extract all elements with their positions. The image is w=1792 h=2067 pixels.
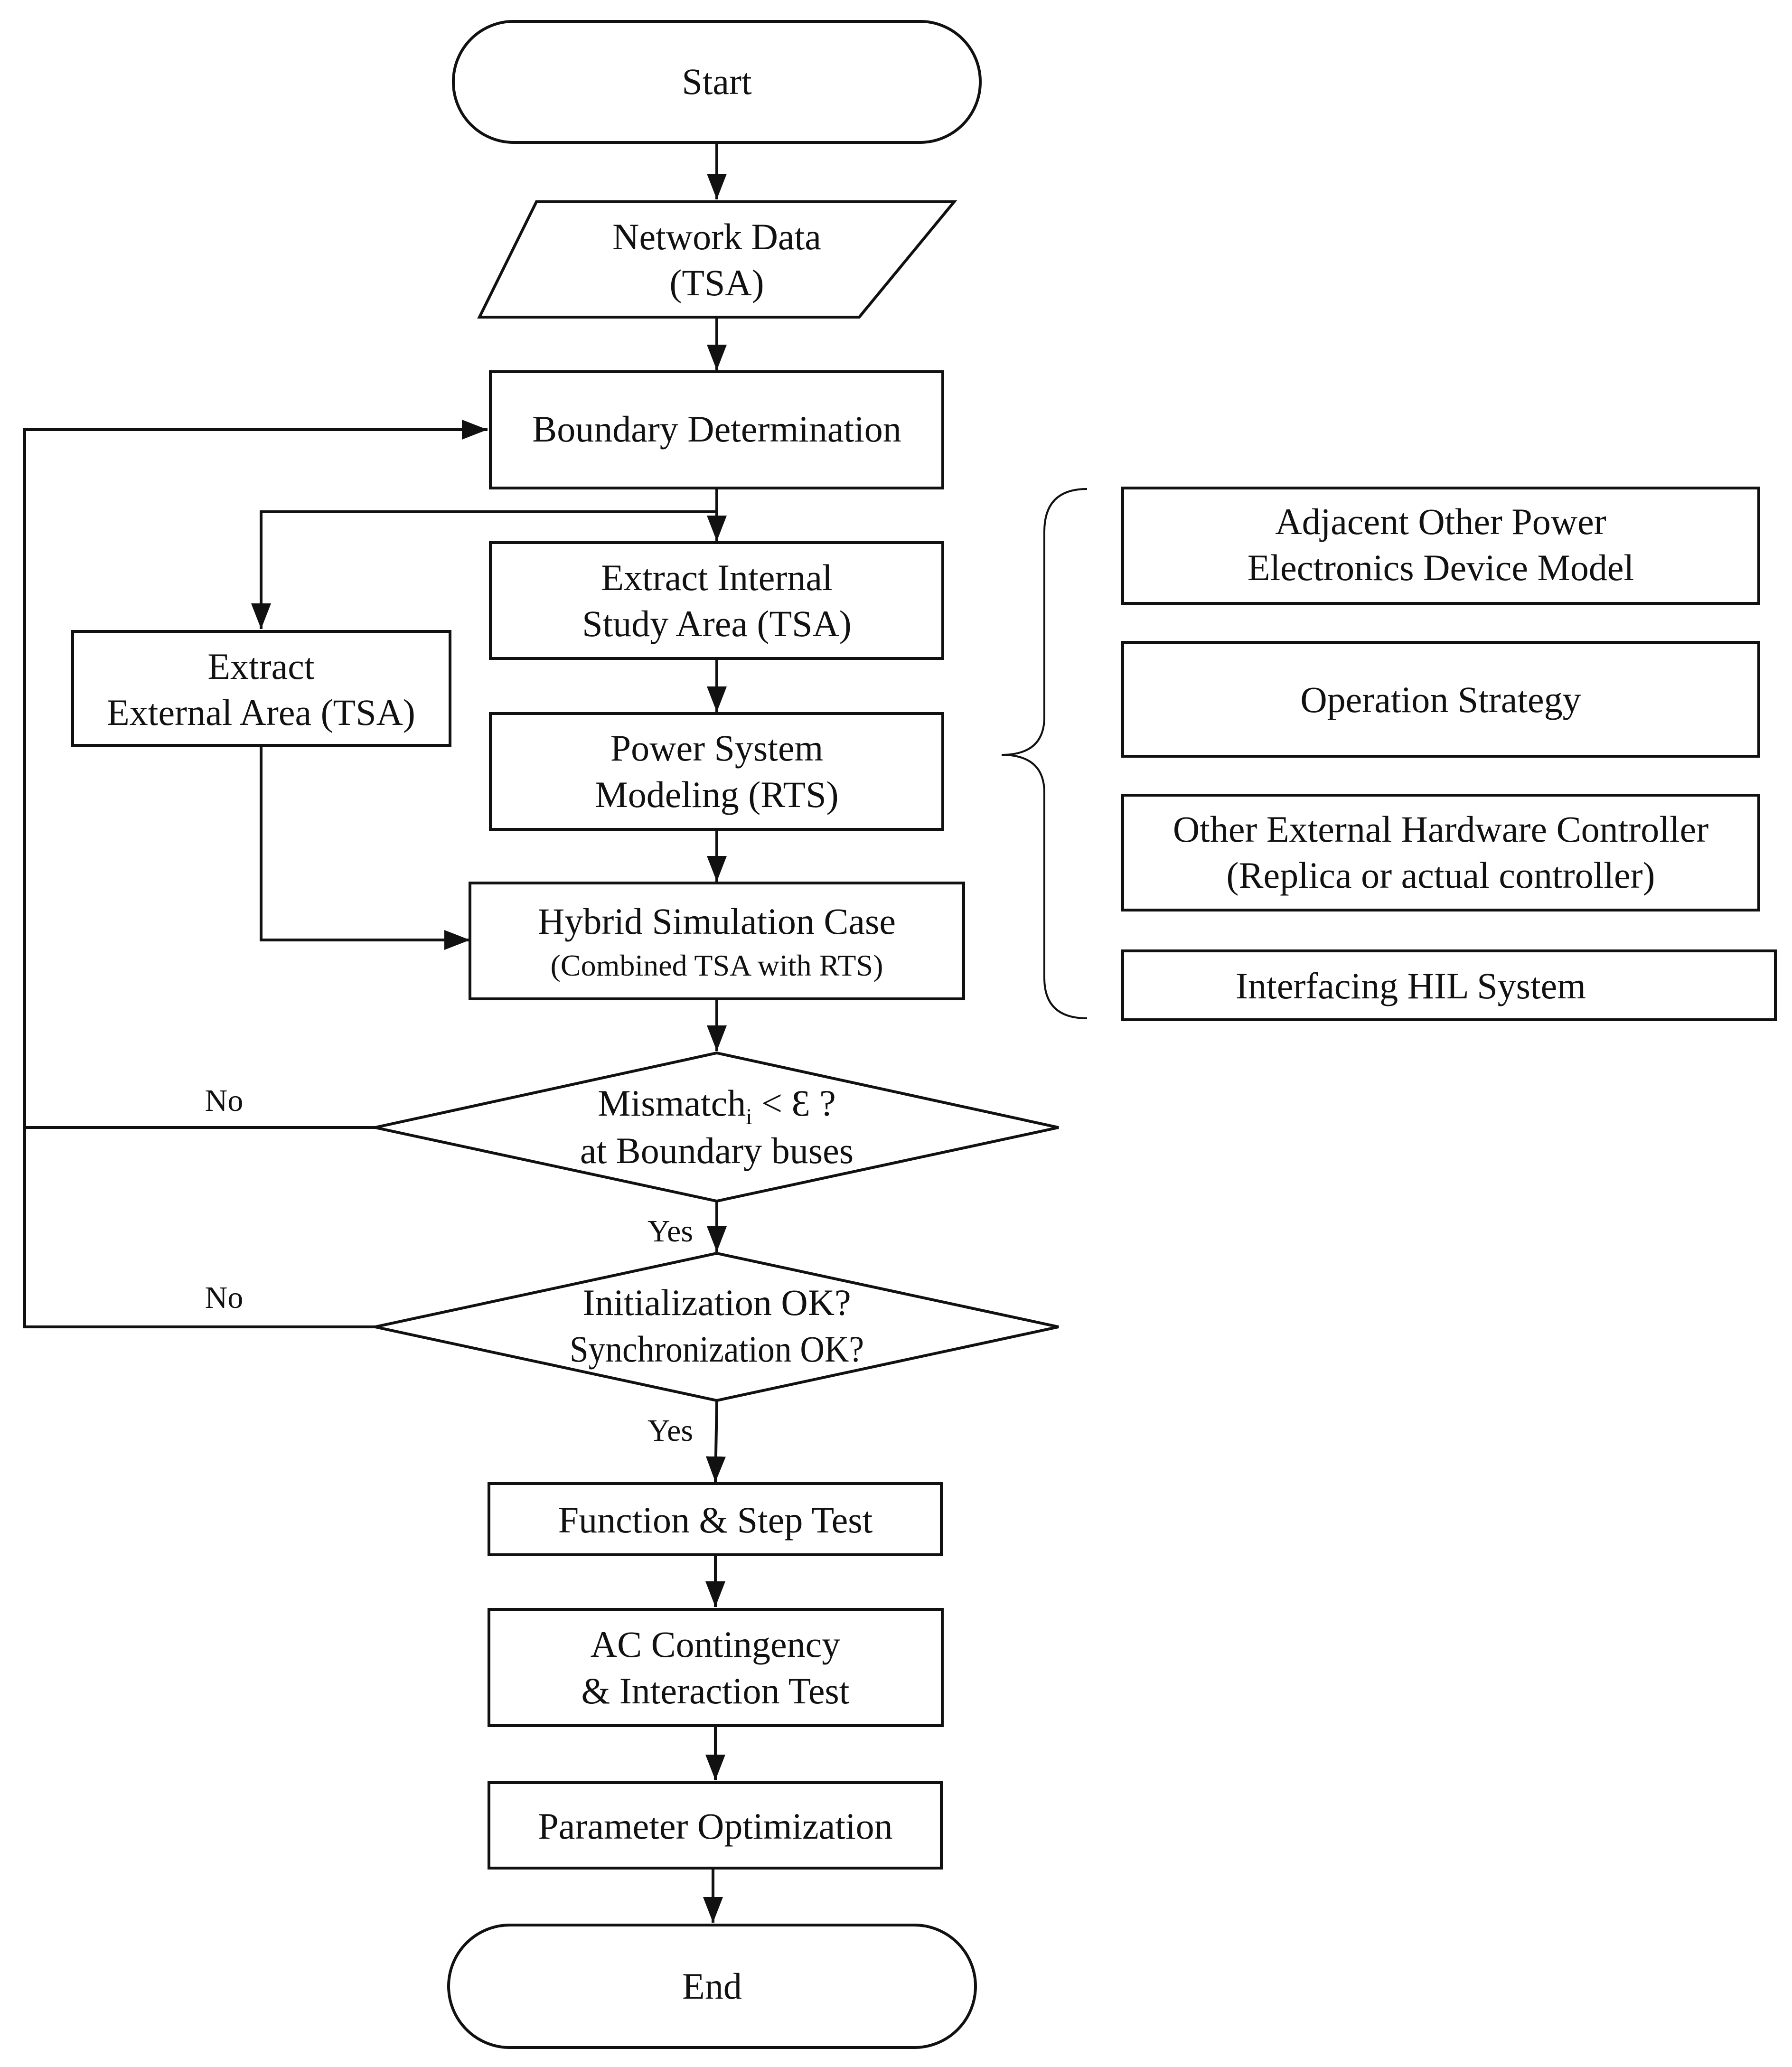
network-data-node: Network Data (TSA) [477, 200, 957, 319]
ac-test-node: AC Contingency & Interaction Test [488, 1608, 944, 1727]
power-system-node: Power System Modeling (RTS) [489, 712, 944, 831]
yes-label-init: Yes [647, 1413, 693, 1448]
no-label-mismatch: No [205, 1083, 244, 1118]
connectors [23, 142, 727, 1923]
arrow-init-yes [705, 1400, 726, 1483]
side-adjacent-line1: Adjacent Other Power [1275, 501, 1606, 542]
hybrid-line2: (Combined TSA with RTS) [551, 949, 883, 982]
mismatch-label-line1: Mismatchi < Ɛ ? [598, 1082, 836, 1129]
curly-brace [1001, 488, 1088, 1019]
power-system-line2: Modeling (RTS) [595, 774, 838, 815]
init-label-line2: Synchronization OK? [570, 1328, 864, 1370]
extract-external-line1: Extract [207, 646, 315, 687]
mismatch-main: Mismatch [598, 1082, 746, 1124]
mismatch-rest: < Ɛ ? [752, 1082, 836, 1124]
hybrid-node: Hybrid Simulation Case (Combined TSA wit… [469, 882, 965, 1000]
ac-test-line1: AC Contingency [591, 1624, 840, 1665]
extract-internal-line1: Extract Internal [601, 557, 832, 598]
loop-mismatch-no [23, 420, 488, 1129]
extract-external-line2: External Area (TSA) [107, 692, 415, 733]
init-label-line1: Initialization OK? [582, 1282, 851, 1323]
side-item-other-controller: Other External Hardware Controller (Repl… [1121, 794, 1760, 911]
side-item-operation: Operation Strategy [1121, 641, 1760, 758]
loop-init-no [23, 1127, 375, 1328]
function-test-label: Function & Step Test [558, 1499, 873, 1541]
side-controller-line1: Other External Hardware Controller [1173, 808, 1708, 850]
end-node: End [447, 1924, 977, 2049]
start-node: Start [452, 20, 982, 144]
mismatch-decision: Mismatchi < Ɛ ? at Boundary buses [375, 1051, 1059, 1203]
extract-internal-node: Extract Internal Study Area (TSA) [489, 541, 944, 660]
init-decision: Initialization OK? Synchronization OK? [375, 1251, 1059, 1402]
extract-external-node: Extract External Area (TSA) [71, 630, 451, 747]
param-opt-node: Parameter Optimization [488, 1781, 943, 1870]
arrow-external-to-hybrid [260, 745, 470, 950]
end-label: End [682, 1965, 742, 2007]
arrow-boundary-to-external [251, 510, 717, 629]
mismatch-label-line2: at Boundary buses [580, 1130, 854, 1171]
yes-label-mismatch: Yes [647, 1214, 693, 1249]
side-adjacent-line2: Electronics Device Model [1248, 547, 1634, 588]
side-interfacing-label: Interfacing HIL System [1236, 965, 1586, 1006]
side-controller-line2: (Replica or actual controller) [1226, 855, 1655, 896]
network-data-label-line1: Network Data [612, 216, 821, 257]
start-label: Start [682, 61, 752, 102]
network-data-label-line2: (TSA) [669, 262, 764, 303]
extract-internal-line2: Study Area (TSA) [582, 603, 852, 644]
side-item-interfacing: Interfacing HIL System [1121, 949, 1777, 1021]
boundary-label: Boundary Determination [532, 408, 901, 450]
hybrid-line1: Hybrid Simulation Case [538, 901, 896, 942]
function-test-node: Function & Step Test [488, 1482, 943, 1556]
mismatch-subscript: i [746, 1104, 752, 1129]
side-item-adjacent: Adjacent Other Power Electronics Device … [1121, 487, 1760, 605]
boundary-node: Boundary Determination [489, 370, 944, 489]
no-label-init: No [205, 1280, 244, 1315]
param-opt-label: Parameter Optimization [538, 1805, 892, 1847]
side-operation-label: Operation Strategy [1300, 679, 1581, 720]
power-system-line1: Power System [610, 727, 824, 769]
ac-test-line2: & Interaction Test [582, 1670, 850, 1711]
